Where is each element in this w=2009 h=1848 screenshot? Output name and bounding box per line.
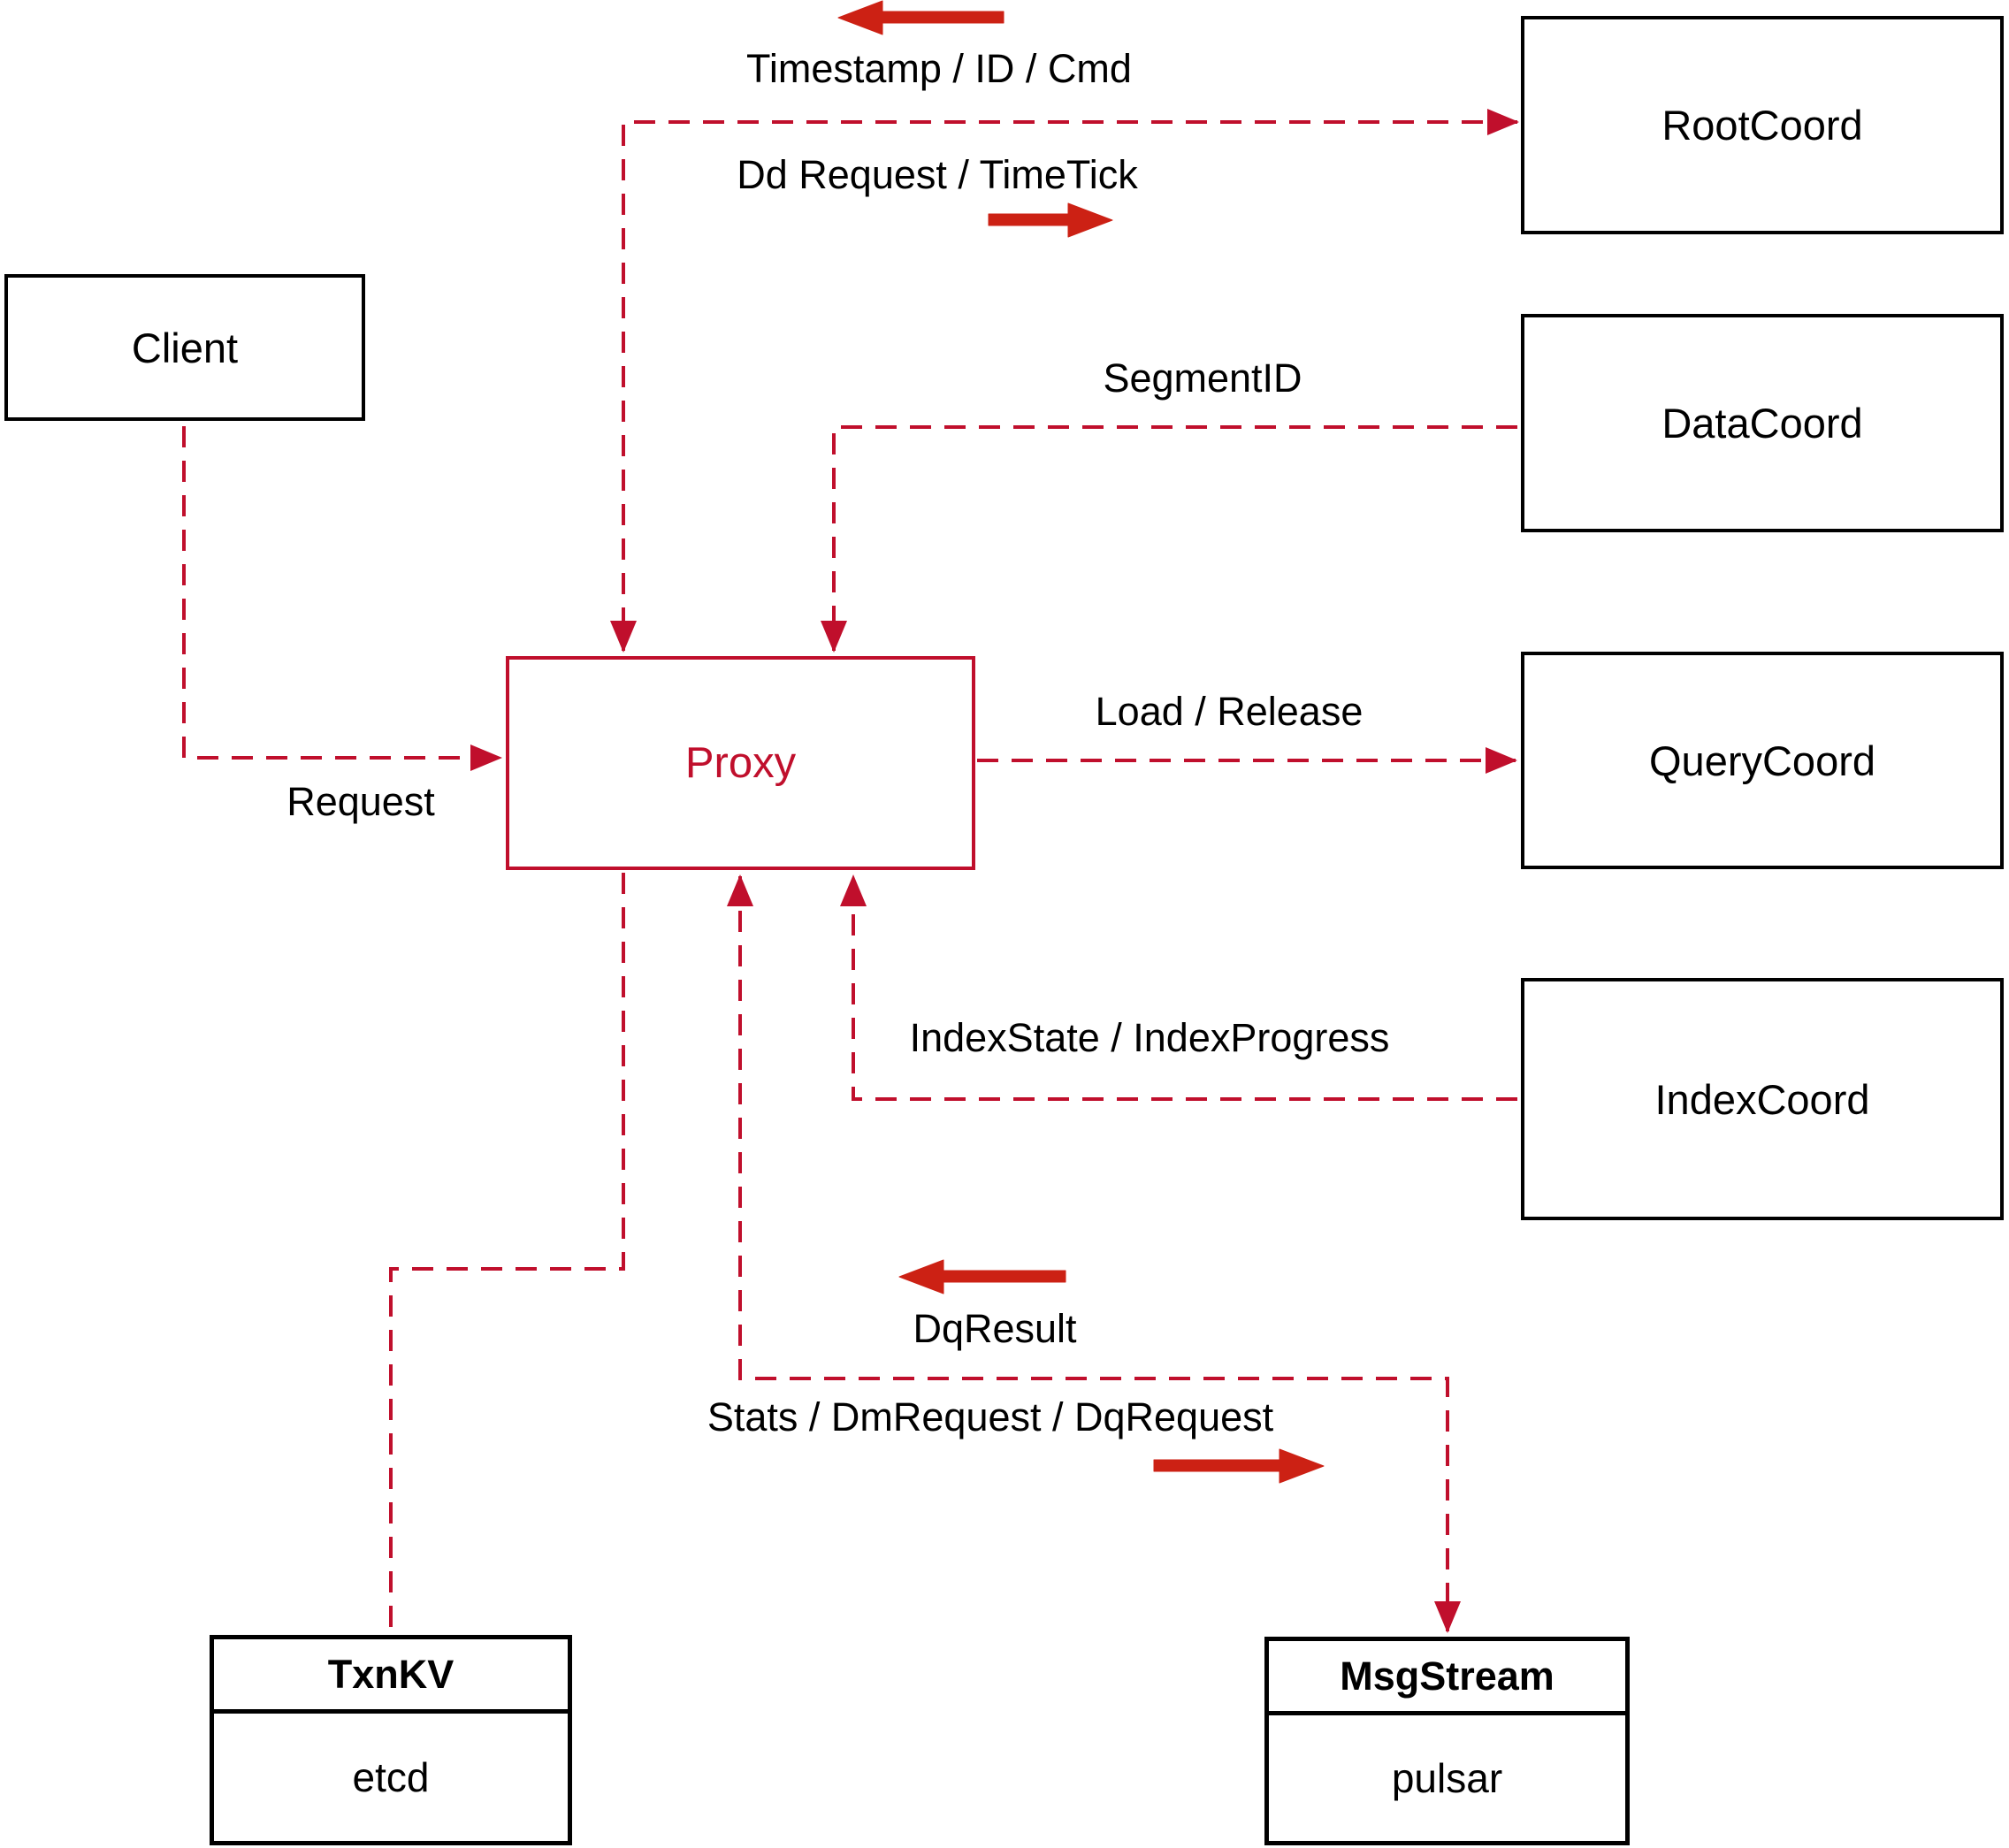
edge-label-stats-dm-dq-request: Stats / DmRequest / DqRequest (707, 1394, 1274, 1439)
connector-datacoord-proxy (821, 425, 1517, 653)
node-msgstream-title: MsgStream (1269, 1641, 1625, 1715)
connector-proxy-txnkv (389, 873, 625, 1631)
node-rootcoord-label: RootCoord (1661, 102, 1863, 149)
edge-label-index-state-progress: IndexState / IndexProgress (909, 1015, 1390, 1060)
node-rootcoord: RootCoord (1521, 16, 2004, 234)
connector-indexcoord-proxy (840, 874, 1517, 1101)
edge-label-load-release: Load / Release (1095, 689, 1364, 734)
arrow-right-icon (1153, 1448, 1325, 1484)
node-txnkv-impl: etcd (352, 1754, 430, 1800)
node-txnkv: TxnKV etcd (210, 1635, 572, 1845)
node-datacoord-label: DataCoord (1661, 400, 1863, 447)
connector-client-proxy (182, 426, 502, 771)
node-indexcoord-label: IndexCoord (1654, 1075, 1870, 1123)
node-proxy: Proxy (506, 656, 975, 870)
node-msgstream-impl: pulsar (1391, 1755, 1503, 1801)
node-indexcoord: IndexCoord (1521, 978, 2004, 1220)
edge-label-segment-id: SegmentID (1103, 355, 1302, 401)
node-querycoord: QueryCoord (1521, 652, 2004, 869)
connector-proxy-msgstream (727, 874, 1461, 1633)
node-querycoord-label: QueryCoord (1649, 737, 1875, 784)
arrow-left-icon (898, 1259, 1066, 1294)
edge-label-dd-request-timetick: Dd Request / TimeTick (737, 152, 1138, 197)
edge-label-timestamp-id-cmd: Timestamp / ID / Cmd (746, 46, 1132, 91)
node-proxy-label: Proxy (684, 739, 797, 787)
arrow-left-icon (837, 0, 1004, 35)
edge-label-request: Request (286, 779, 435, 824)
node-client-label: Client (131, 324, 239, 371)
connector-proxy-rootcoord (610, 109, 1519, 653)
node-msgstream: MsgStream pulsar (1264, 1637, 1630, 1845)
node-client: Client (4, 274, 365, 421)
edge-label-dq-result: DqResult (913, 1306, 1077, 1351)
node-txnkv-title: TxnKV (214, 1639, 568, 1714)
node-datacoord: DataCoord (1521, 314, 2004, 532)
arrow-right-icon (988, 202, 1113, 238)
